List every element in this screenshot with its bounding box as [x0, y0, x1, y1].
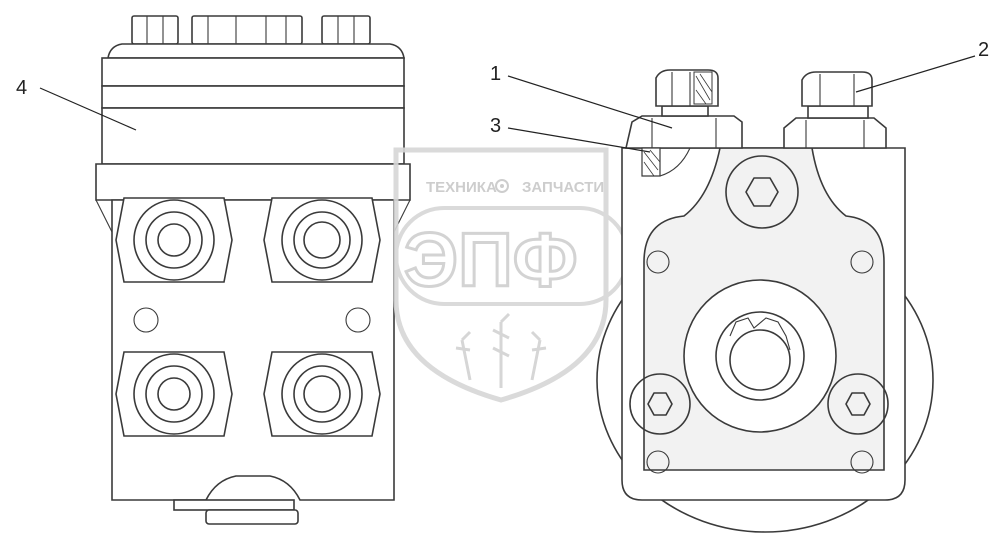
fitting-2 — [783, 71, 887, 149]
port-fitting — [115, 197, 233, 283]
mount-hole — [646, 250, 670, 274]
cover-band — [101, 57, 405, 87]
spigot — [205, 509, 299, 525]
leader-line — [507, 127, 651, 153]
callout-3: 3 — [490, 115, 651, 153]
mount-hole — [850, 450, 874, 474]
leader-line — [39, 87, 137, 131]
shaft-boss — [683, 279, 837, 433]
mount-hole — [345, 307, 371, 333]
callout-label: 1 — [490, 63, 501, 85]
spigot-ring — [173, 499, 295, 511]
top-bolts — [131, 15, 371, 45]
flange-band — [95, 163, 411, 201]
wheat-icon — [455, 312, 547, 388]
callout-label: 4 — [16, 77, 27, 99]
rotor-housing — [101, 107, 405, 165]
callout-2: 2 — [855, 39, 989, 93]
bolt-boss — [629, 373, 691, 435]
leader-line — [507, 75, 673, 129]
shaft-bore — [715, 311, 805, 401]
port-fitting — [263, 351, 381, 437]
callout-4: 4 — [16, 77, 137, 131]
watermark-shield — [393, 147, 609, 403]
fitting-1 — [624, 69, 743, 177]
callout-label: 3 — [490, 115, 501, 137]
hex-socket — [745, 177, 779, 207]
mount-hole — [850, 250, 874, 274]
bolt-head — [845, 392, 871, 416]
leader-line — [855, 55, 976, 93]
cover-boss — [725, 155, 799, 229]
bolt-head — [647, 392, 673, 416]
watermark-text-right: ЗАПЧАСТИ — [522, 179, 604, 196]
cover-band-2 — [101, 85, 405, 109]
mount-hole — [646, 450, 670, 474]
mount-hole — [133, 307, 159, 333]
gear-icon — [495, 179, 509, 193]
shaft — [729, 329, 791, 391]
port-fitting — [115, 351, 233, 437]
cover-top — [107, 43, 405, 59]
spline — [729, 317, 791, 351]
port-fitting — [263, 197, 381, 283]
left-view — [95, 15, 411, 525]
watermark-logo: ЭПФ — [404, 218, 578, 303]
callout-label: 2 — [978, 39, 989, 61]
callout-1: 1 — [490, 63, 673, 129]
watermark-text-left: ТЕХНИКА — [426, 179, 497, 196]
bolt-boss — [827, 373, 889, 435]
watermark: ТЕХНИКА ЗАПЧАСТИ ЭПФ — [393, 147, 630, 403]
right-view — [596, 69, 934, 533]
